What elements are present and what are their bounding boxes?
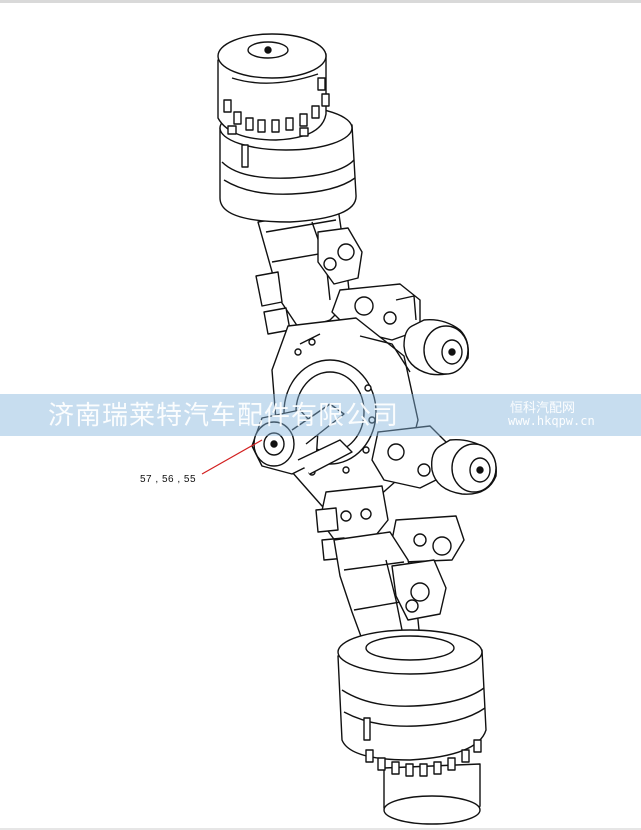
lower-suspension-bracket bbox=[315, 485, 465, 563]
lower-wheel-hub bbox=[337, 629, 487, 825]
watermark-url: www.hkqpw.cn bbox=[508, 414, 595, 428]
callout-leader-line bbox=[201, 439, 263, 475]
part-callout-label: 57 , 56 , 55 bbox=[140, 474, 197, 485]
input-flange bbox=[251, 403, 353, 475]
lower-hub-bolts bbox=[365, 739, 482, 777]
lower-brake-arm bbox=[371, 425, 449, 489]
watermark-band bbox=[0, 394, 641, 436]
upper-hub-bolts bbox=[223, 77, 330, 137]
watermark-brand-name: 恒科汽配网 bbox=[510, 401, 576, 416]
lower-axle-housing bbox=[333, 531, 447, 651]
watermark-company-name: 济南瑞莱特汽车配件有限公司 bbox=[48, 401, 400, 431]
top-border bbox=[0, 0, 641, 3]
upper-brake-chamber bbox=[403, 319, 470, 376]
bottom-border bbox=[0, 828, 641, 830]
lower-brake-chamber bbox=[430, 438, 497, 495]
upper-suspension-bracket bbox=[255, 227, 363, 335]
